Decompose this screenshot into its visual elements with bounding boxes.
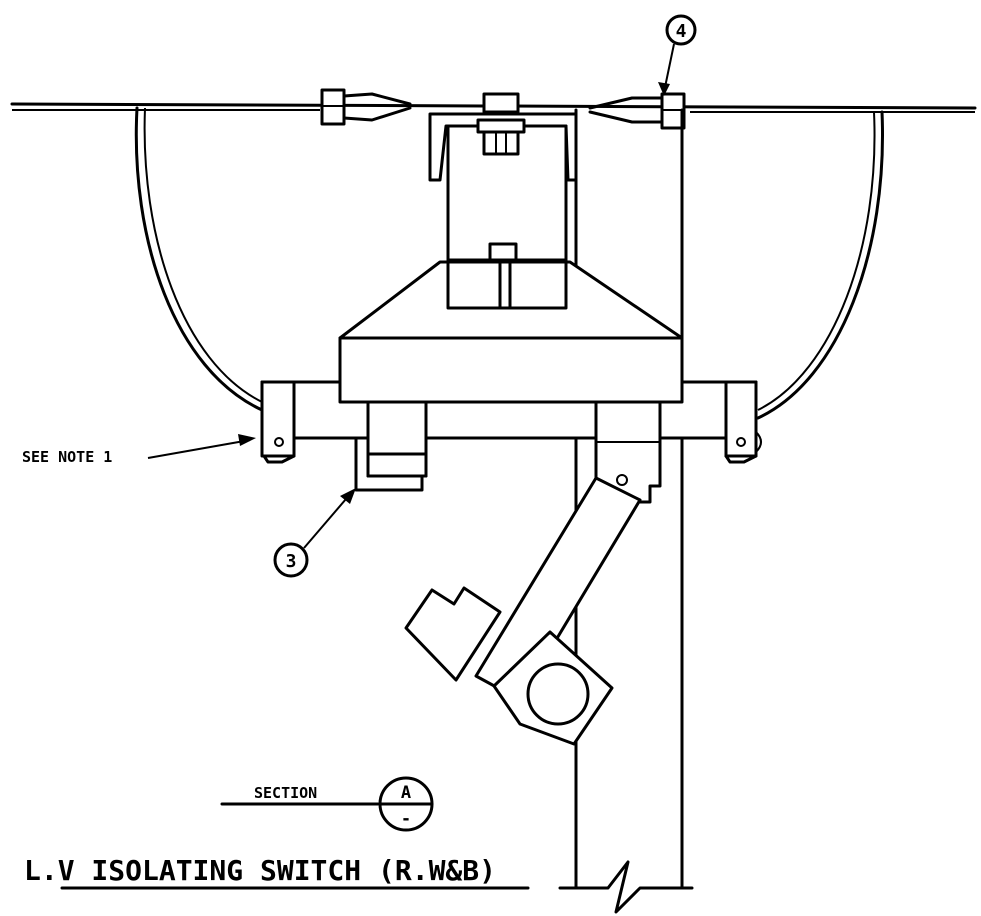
base-crossarm [260, 336, 758, 440]
section-marker: SECTION A - [220, 776, 434, 832]
middle-bolt [488, 242, 518, 262]
callout-item-3: 3 [273, 488, 356, 578]
jumper-lead-left [134, 106, 264, 412]
callout-3-number: 3 [286, 551, 297, 572]
see-note-callout: SEE NOTE 1 [22, 434, 256, 466]
drawing-title: L.V ISOLATING SWITCH (R.W&B) [24, 854, 530, 890]
top-bolt [476, 92, 526, 156]
strain-clamp-right [588, 92, 686, 130]
section-label: SECTION [254, 784, 317, 802]
terminal-left [260, 380, 296, 464]
callout-4-number: 4 [676, 21, 687, 42]
pole [558, 108, 694, 914]
pole-clamp [492, 630, 614, 746]
strain-clamp-left [320, 88, 412, 126]
fuse-holder [354, 400, 428, 492]
callout-item-4: 4 [658, 14, 697, 96]
terminal-right [724, 380, 762, 464]
section-sheet: - [401, 809, 411, 829]
operating-handle [404, 586, 502, 682]
title-text: L.V ISOLATING SWITCH (R.W&B) [24, 854, 496, 887]
section-letter: A [401, 783, 411, 803]
jumper-lead-right [756, 110, 884, 420]
see-note-text: SEE NOTE 1 [22, 448, 112, 466]
